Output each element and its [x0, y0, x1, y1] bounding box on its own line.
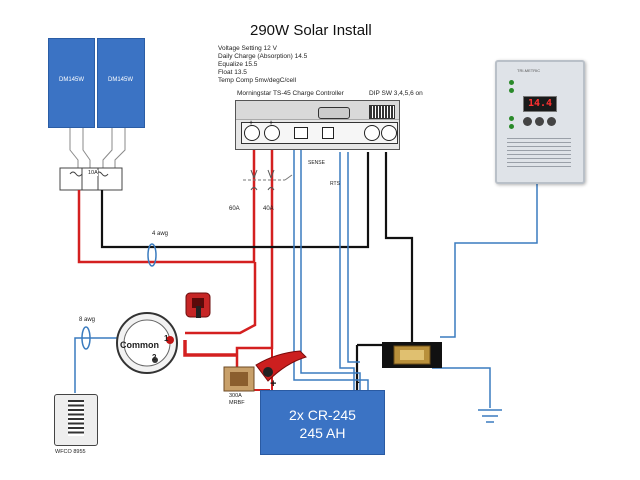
ring-8awg [81, 326, 91, 350]
combiner-fuse-label: 10A [88, 170, 98, 176]
mrbf-fuse [223, 366, 255, 392]
battery: 2x CR-245 245 AH [260, 390, 385, 455]
monitor-led-1 [509, 80, 514, 85]
controller-port [318, 107, 350, 119]
controller-top-band [236, 101, 399, 120]
battery-capacity: 245 AH [299, 425, 346, 441]
terminal-2 [264, 125, 280, 141]
wire-label-8awg: 8 awg [79, 317, 96, 323]
breakers [243, 169, 293, 191]
breaker-slots [68, 400, 84, 436]
remote-switch [185, 292, 211, 318]
battery-negative-label: - [356, 376, 360, 388]
breaker-40a-label: 40A [263, 206, 274, 212]
battery-positive-label: + [270, 378, 277, 390]
terminal-4 [381, 125, 397, 141]
monitor-reading: 14.4 [527, 98, 553, 109]
controller-dip: DIP SW 3,4,5,6 on [369, 90, 423, 97]
solar-panel-1-label: DM145W [59, 77, 85, 83]
monitor-button-3[interactable] [547, 117, 556, 126]
fuse-rating-label: 300A [229, 393, 242, 399]
monitor-display: 14.4 [523, 96, 557, 112]
setting-equalize: Equalize 15.5 [218, 61, 258, 68]
setting-float: Float 13.5 [218, 69, 247, 76]
setting-voltage: Voltage Setting 12 V [218, 45, 277, 52]
wire-label-4awg: 4 awg [152, 231, 169, 237]
controller-terminal-plus-1: + [249, 120, 254, 127]
shunt [382, 342, 442, 368]
solar-panel-2-label: DM145W [108, 77, 134, 83]
switch-pos2-label: 2 [152, 353, 157, 362]
breaker-60a-label: 60A [229, 206, 240, 212]
solar-panel-1: DM145W [48, 38, 95, 128]
fuse-type-label: MRBF [229, 400, 245, 406]
setting-temp-comp: Temp Comp 5mv/degC/cell [218, 77, 297, 84]
controller-terminal-strip [241, 122, 398, 144]
monitor-fine-print [507, 138, 571, 170]
controller-name: Morningstar TS-45 Charge Controller [237, 90, 344, 97]
monitor-led-3 [509, 116, 514, 121]
settings-list: Voltage Setting 12 V Daily Charge (Absor… [218, 45, 307, 85]
terminal-sense [294, 127, 308, 139]
solar-panel-2: DM145W [97, 38, 145, 128]
battery-monitor: TRI-METRIC 14.4 [495, 60, 585, 184]
disconnect-handle [255, 350, 307, 382]
monitor-button-1[interactable] [523, 117, 532, 126]
distribution-label: WFCO 8955 [55, 449, 86, 455]
terminal-3 [364, 125, 380, 141]
monitor-led-2 [509, 88, 514, 93]
terminal-1 [244, 125, 260, 141]
ring-4awg [147, 243, 157, 267]
ground-symbol [478, 409, 502, 423]
charge-controller [235, 100, 400, 150]
switch-pos1-label: 1 [164, 334, 169, 343]
sense-label: SENSE [308, 160, 325, 166]
controller-terminal-plus-2: + [269, 120, 274, 127]
rts-label: RTS [330, 181, 340, 187]
monitor-brand: TRI-METRIC [517, 68, 541, 73]
switch-common-label: Common [120, 340, 159, 350]
setting-absorption: Daily Charge (Absorption) 14.5 [218, 53, 308, 60]
monitor-led-4 [509, 124, 514, 129]
distribution-panel [54, 394, 98, 446]
monitor-button-2[interactable] [535, 117, 544, 126]
dip-switch [369, 105, 395, 119]
diagram-title: 290W Solar Install [250, 22, 372, 39]
terminal-rts [322, 127, 334, 139]
battery-switch [116, 312, 178, 374]
battery-model: 2x CR-245 [289, 407, 356, 423]
